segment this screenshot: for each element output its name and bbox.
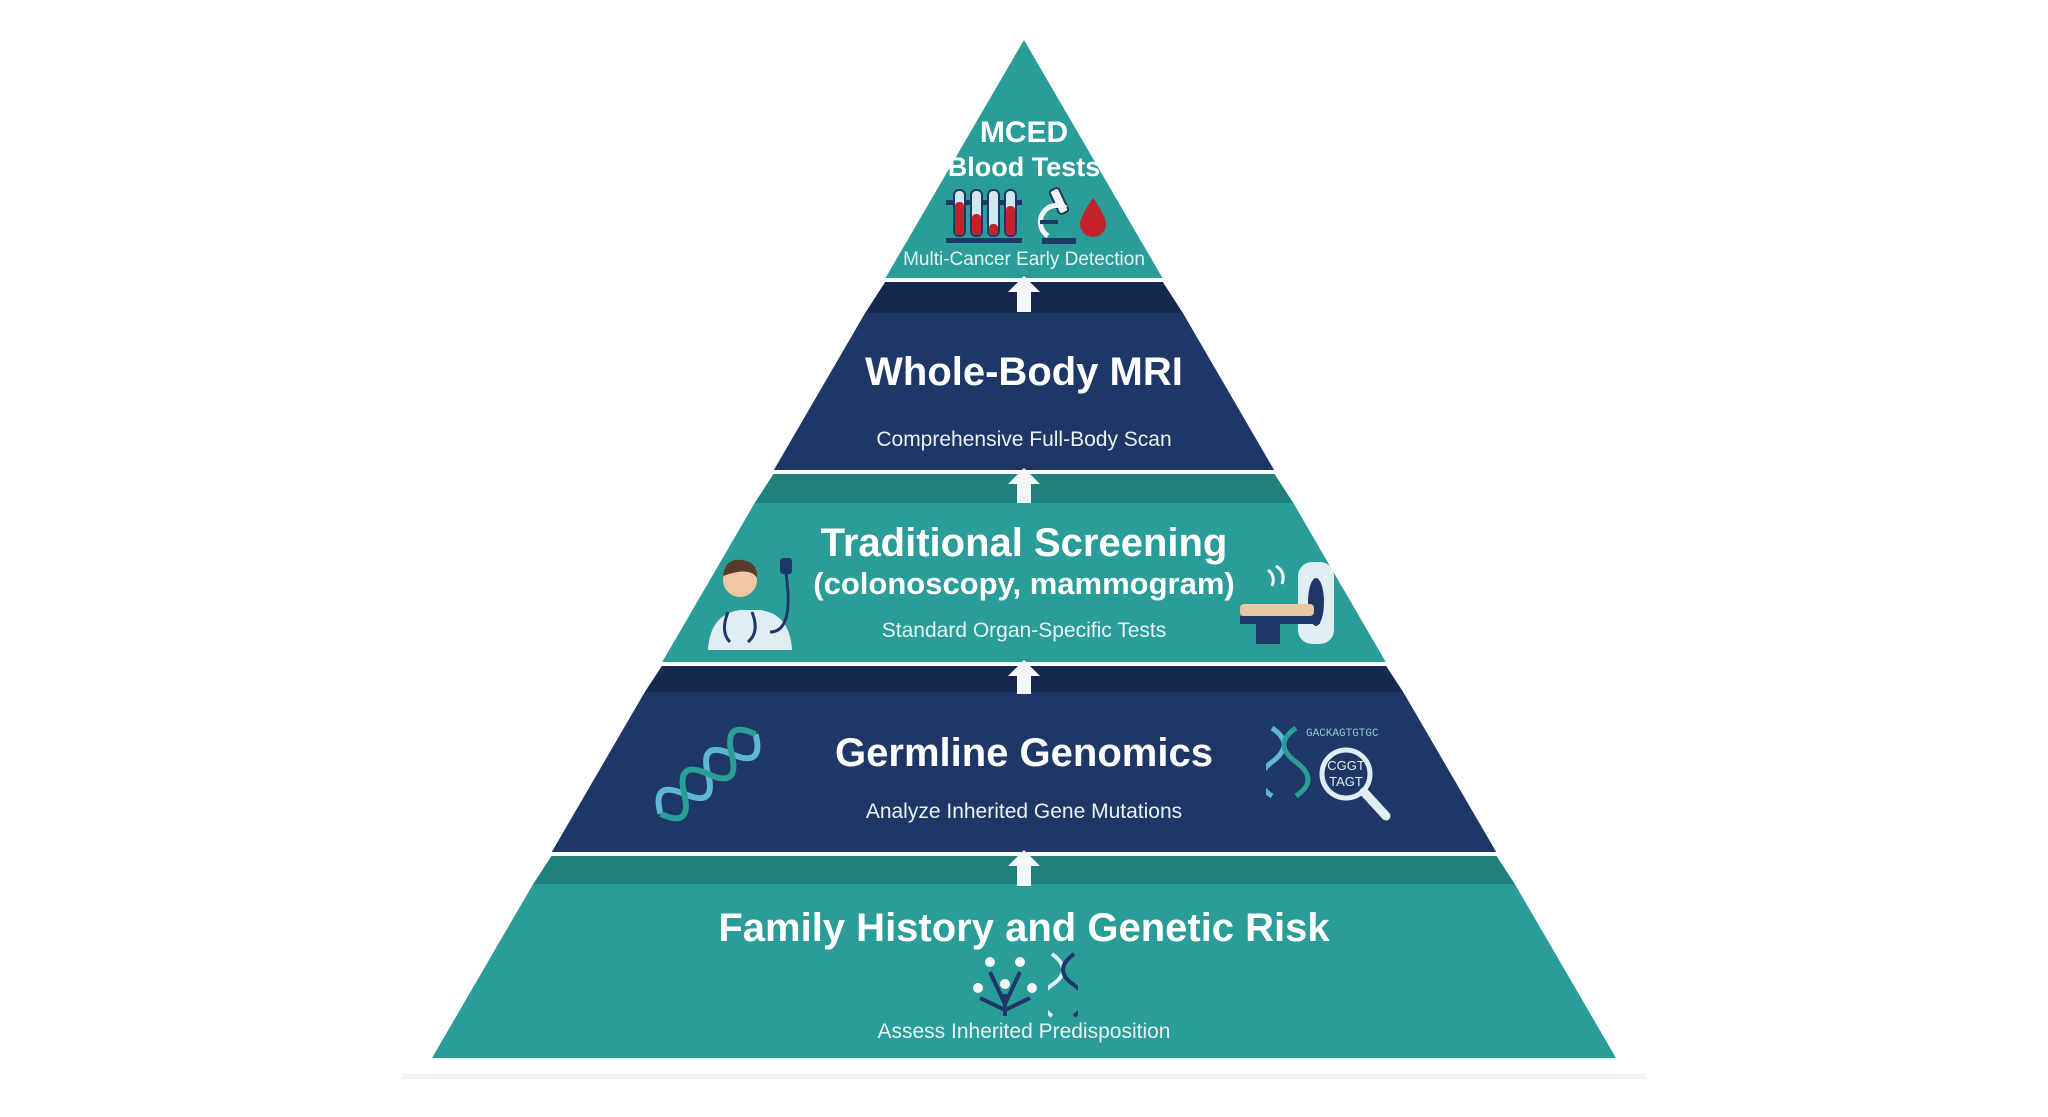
microscope-icon — [1037, 187, 1076, 244]
tier-3-title: Traditional Screening — [820, 521, 1228, 565]
up-arrow-icon — [1008, 468, 1040, 503]
dna-helix-icon — [655, 726, 761, 822]
sequence-text: GACKAGTGTGC — [1306, 728, 1379, 740]
up-arrow-icon — [1008, 276, 1040, 312]
tier-4-subtitle: Analyze Inherited Gene Mutations — [865, 800, 1183, 823]
tier-1-title: MCED — [979, 116, 1069, 149]
mri-scanner-icon — [1240, 562, 1334, 644]
tier-5-title: Family History and Genetic Risk — [718, 906, 1330, 950]
tier-3-title-line2: (colonoscopy, mammogram) — [813, 566, 1235, 601]
tier-1-subtitle: Multi-Cancer Early Detection — [903, 249, 1145, 270]
tier-5-subtitle: Assess Inherited Predisposition — [877, 1020, 1171, 1043]
tier-3-face — [662, 503, 1386, 662]
test-tubes-icon — [946, 189, 1022, 243]
tier-1-title-line2: Blood Tests — [947, 152, 1101, 182]
magnifier-text-1: CGGT — [1327, 758, 1365, 773]
family-tree-icon — [973, 957, 1037, 1016]
tier-4-title: Germline Genomics — [835, 731, 1213, 775]
dna-sequence-magnifier-icon: GACKAGTGTGC CGGT TAGT — [1266, 725, 1391, 821]
tier-2-title: Whole-Body MRI — [865, 350, 1183, 394]
up-arrow-icon — [1008, 850, 1040, 886]
tier-4-face — [551, 692, 1497, 852]
blood-drop-icon — [1080, 198, 1106, 237]
tier-3-subtitle: Standard Organ-Specific Tests — [881, 619, 1167, 642]
magnifier-text-2: TAGT — [1329, 774, 1363, 789]
doctor-icon — [708, 558, 792, 650]
dna-icon — [1048, 952, 1078, 1018]
tier-2-face — [773, 313, 1275, 470]
up-arrow-icon — [1008, 660, 1040, 694]
tier-2-subtitle: Comprehensive Full-Body Scan — [876, 428, 1172, 451]
tier-5-face — [432, 884, 1616, 1058]
